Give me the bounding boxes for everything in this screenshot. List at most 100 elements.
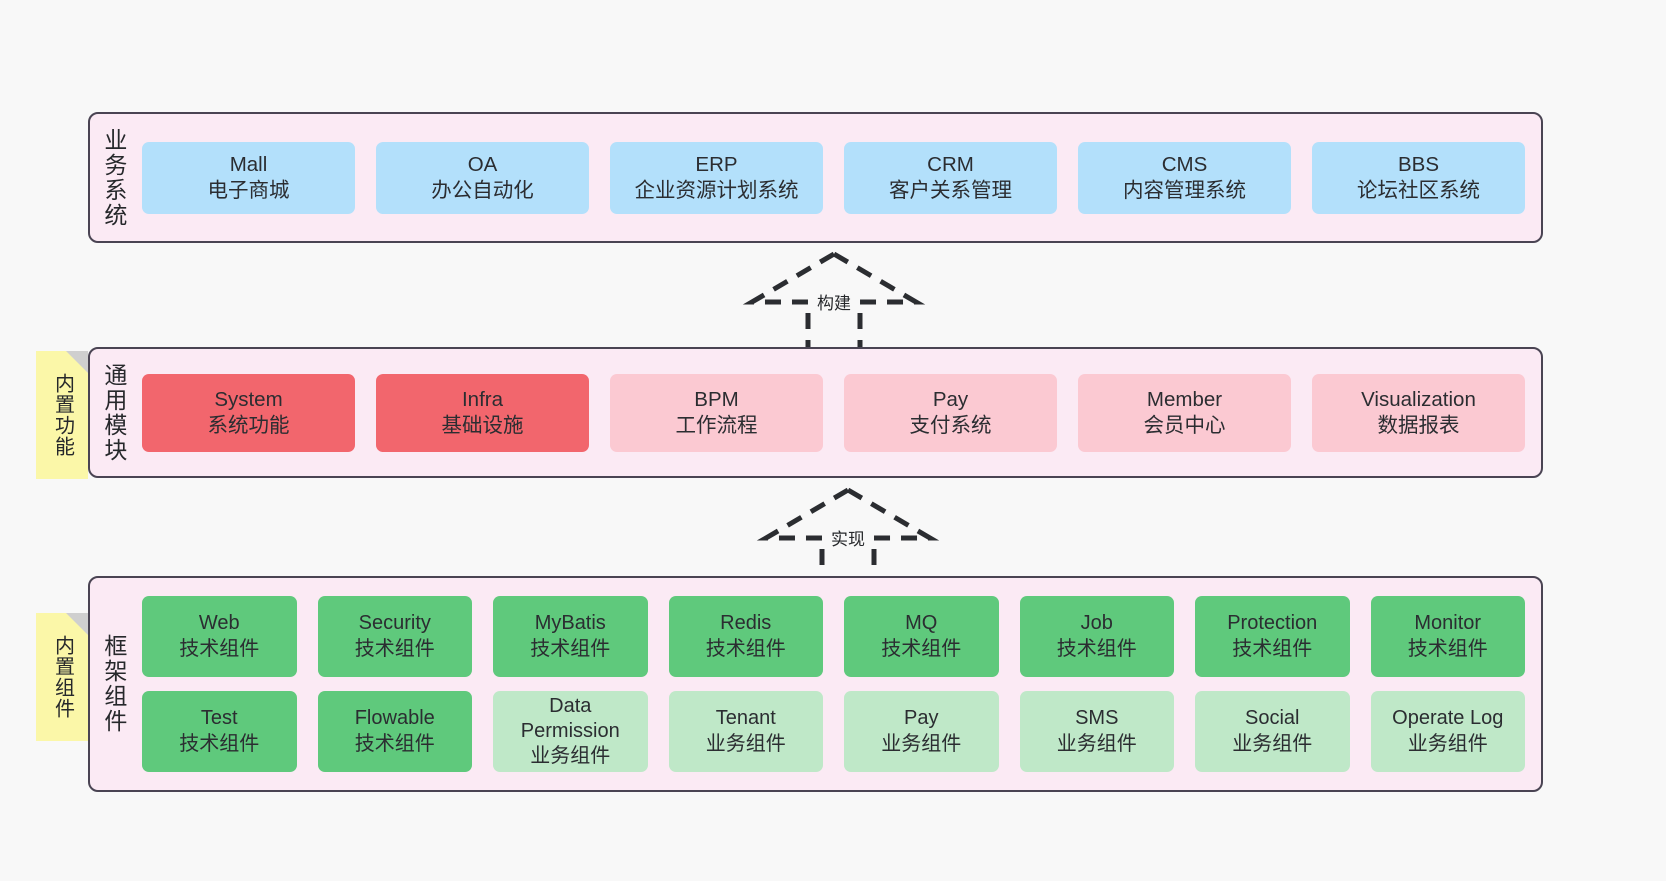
card-mall[interactable]: Mall 电子商城 — [142, 141, 355, 214]
card-row: Web 技术组件 Security 技术组件 MyBatis 技术组件 Redi… — [142, 596, 1525, 677]
card-subtitle: 基础设施 — [441, 413, 524, 437]
card-subtitle: 技术组件 — [1056, 637, 1137, 660]
card-subtitle: 数据报表 — [1377, 413, 1460, 437]
card-subtitle: 业务组件 — [881, 732, 962, 755]
card-row: Mall 电子商城 OA 办公自动化 ERP 企业资源计划系统 CRM 客户关系… — [142, 141, 1525, 214]
card-monitor[interactable]: Monitor 技术组件 — [1370, 596, 1525, 677]
card-infra[interactable]: Infra 基础设施 — [376, 373, 589, 452]
card-tenant[interactable]: Tenant 业务组件 — [668, 691, 823, 772]
card-title: ERP — [695, 152, 738, 176]
card-subtitle: 电子商城 — [207, 178, 290, 202]
card-title: Data Permission — [520, 694, 620, 742]
layer-body-modules: System 系统功能 Infra 基础设施 BPM 工作流程 Pay 支付系统… — [136, 349, 1541, 476]
card-subtitle: 技术组件 — [354, 732, 435, 755]
card-subtitle: 技术组件 — [179, 732, 260, 755]
card-test[interactable]: Test 技术组件 — [142, 691, 297, 772]
uml-arrow-realize-label: 实现 — [828, 525, 868, 550]
card-title: Visualization — [1361, 387, 1476, 411]
card-title: Flowable — [354, 707, 435, 730]
card-title: Mall — [229, 152, 268, 176]
card-title: MQ — [905, 612, 938, 635]
layer-title-framework: 框架组件 — [100, 634, 127, 734]
card-pay-business[interactable]: Pay 业务组件 — [844, 691, 999, 772]
card-subtitle: 技术组件 — [881, 637, 962, 660]
card-row: System 系统功能 Infra 基础设施 BPM 工作流程 Pay 支付系统… — [142, 373, 1525, 452]
card-oa[interactable]: OA 办公自动化 — [376, 141, 589, 214]
card-subtitle: 业务组件 — [530, 745, 611, 768]
card-title: BPM — [694, 387, 739, 411]
card-title: Test — [200, 707, 238, 730]
card-system[interactable]: System 系统功能 — [142, 373, 355, 452]
card-title: BBS — [1397, 152, 1440, 176]
layer-business-systems: 业务系统 Mall 电子商城 OA 办公自动化 ERP 企业资源计划系统 CRM… — [88, 112, 1543, 243]
layer-body-framework: Web 技术组件 Security 技术组件 MyBatis 技术组件 Redi… — [136, 578, 1541, 790]
card-subtitle: 业务组件 — [1232, 732, 1313, 755]
card-title: OA — [467, 152, 498, 176]
card-title: SMS — [1075, 707, 1119, 730]
card-subtitle: 业务组件 — [1407, 732, 1488, 755]
card-subtitle: 业务组件 — [705, 732, 786, 755]
card-subtitle: 技术组件 — [530, 637, 611, 660]
layer-title-modules: 通用模块 — [100, 362, 127, 463]
card-bpm[interactable]: BPM 工作流程 — [610, 373, 823, 452]
card-mybatis[interactable]: MyBatis 技术组件 — [493, 596, 648, 677]
note-fold-icon — [66, 613, 88, 635]
uml-arrow-build: 构建 — [742, 250, 926, 350]
uml-arrow-build-label: 构建 — [814, 289, 854, 314]
card-title: Monitor — [1414, 612, 1482, 635]
card-bbs[interactable]: BBS 论坛社区系统 — [1312, 141, 1525, 214]
card-title: Pay — [904, 707, 939, 730]
note-builtin-functions: 内置功能 — [36, 351, 88, 479]
card-title: Pay — [932, 387, 969, 411]
card-mq[interactable]: MQ 技术组件 — [844, 596, 999, 677]
card-visualization[interactable]: Visualization 数据报表 — [1312, 373, 1525, 452]
card-subtitle: 内容管理系统 — [1123, 178, 1246, 202]
uml-arrow-realize: 实现 — [756, 486, 940, 586]
layer-framework-components: 框架组件 Web 技术组件 Security 技术组件 MyBatis 技术组件… — [88, 576, 1543, 792]
card-subtitle: 会员中心 — [1143, 413, 1226, 437]
card-title: Web — [198, 612, 240, 635]
card-erp[interactable]: ERP 企业资源计划系统 — [610, 141, 823, 214]
note-builtin-components: 内置组件 — [36, 613, 88, 741]
card-redis[interactable]: Redis 技术组件 — [668, 596, 823, 677]
card-web[interactable]: Web 技术组件 — [142, 596, 297, 677]
card-job[interactable]: Job 技术组件 — [1019, 596, 1174, 677]
card-title: CMS — [1161, 152, 1208, 176]
card-member[interactable]: Member 会员中心 — [1078, 373, 1291, 452]
card-cms[interactable]: CMS 内容管理系统 — [1078, 141, 1291, 214]
card-title: Redis — [720, 612, 772, 635]
layer-common-modules: 通用模块 System 系统功能 Infra 基础设施 BPM 工作流程 Pay… — [88, 347, 1543, 478]
note-text: 内置组件 — [51, 635, 74, 719]
card-data-permission[interactable]: Data Permission 业务组件 — [493, 691, 648, 772]
card-crm[interactable]: CRM 客户关系管理 — [844, 141, 1057, 214]
card-pay[interactable]: Pay 支付系统 — [844, 373, 1057, 452]
card-title: Job — [1080, 612, 1113, 635]
card-title: Security — [358, 612, 431, 635]
card-title: Infra — [461, 387, 504, 411]
note-text: 内置功能 — [51, 373, 74, 457]
card-title: CRM — [927, 152, 974, 176]
card-title: Protection — [1227, 612, 1318, 635]
layer-title-business: 业务系统 — [100, 127, 127, 228]
card-flowable[interactable]: Flowable 技术组件 — [317, 691, 472, 772]
card-subtitle: 办公自动化 — [431, 178, 534, 202]
card-title: MyBatis — [534, 612, 606, 635]
card-title: Operate Log — [1392, 707, 1504, 730]
card-row: Test 技术组件 Flowable 技术组件 Data Permission … — [142, 691, 1525, 772]
card-subtitle: 技术组件 — [179, 637, 260, 660]
card-subtitle: 论坛社区系统 — [1357, 178, 1480, 202]
card-security[interactable]: Security 技术组件 — [317, 596, 472, 677]
card-subtitle: 客户关系管理 — [889, 178, 1012, 202]
card-subtitle: 支付系统 — [909, 413, 992, 437]
card-operate-log[interactable]: Operate Log 业务组件 — [1370, 691, 1525, 772]
card-social[interactable]: Social 业务组件 — [1195, 691, 1350, 772]
card-title: Social — [1245, 707, 1300, 730]
card-protection[interactable]: Protection 技术组件 — [1195, 596, 1350, 677]
card-subtitle: 技术组件 — [1232, 637, 1313, 660]
card-subtitle: 系统功能 — [207, 413, 290, 437]
card-title: Tenant — [715, 707, 776, 730]
card-subtitle: 技术组件 — [1407, 637, 1488, 660]
card-sms[interactable]: SMS 业务组件 — [1019, 691, 1174, 772]
card-subtitle: 企业资源计划系统 — [634, 178, 799, 202]
